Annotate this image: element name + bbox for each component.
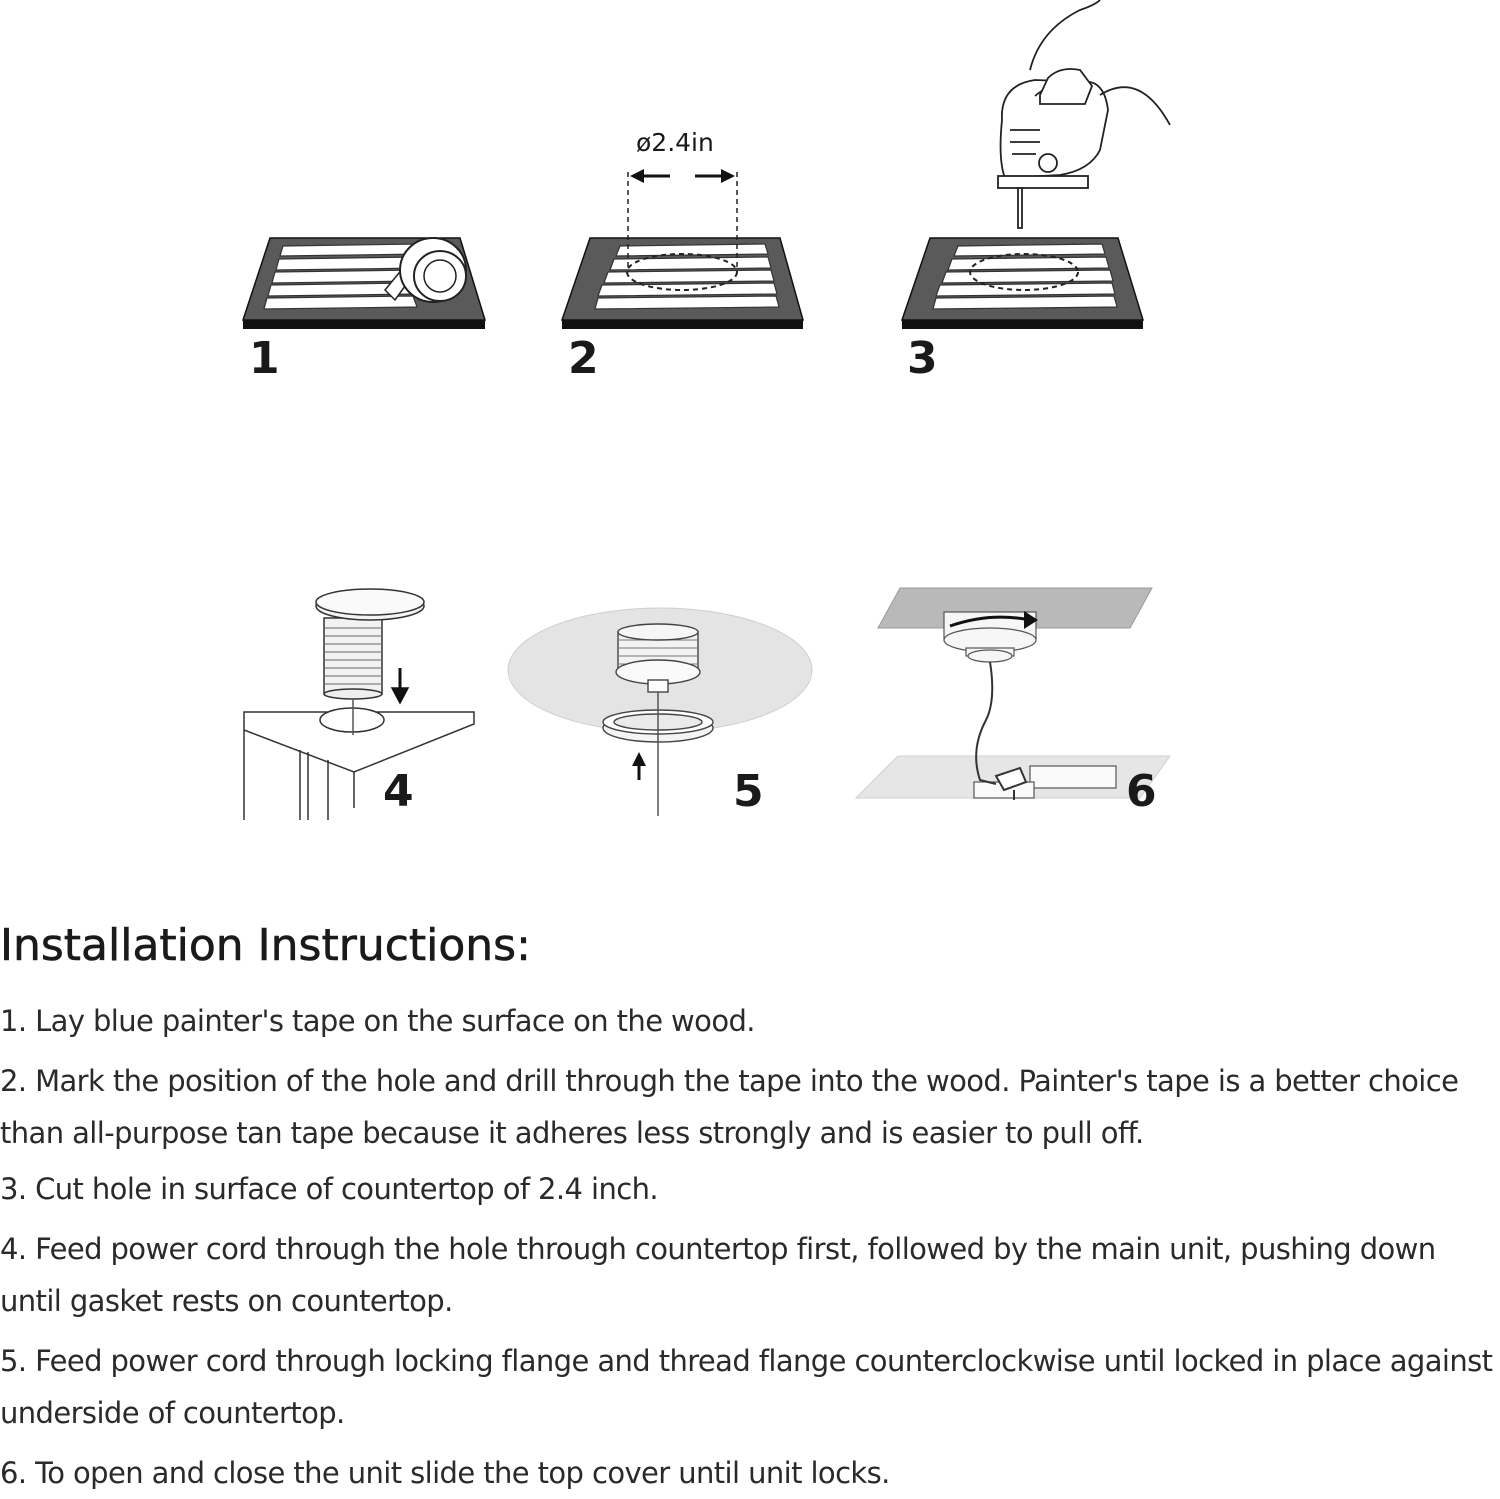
power-cord-icon bbox=[975, 661, 1028, 800]
step-number-4: 4 bbox=[383, 766, 414, 817]
instruction-step-3: 3. Cut hole in surface of countertop of … bbox=[0, 1172, 659, 1206]
instructions-heading: Installation Instructions: bbox=[0, 920, 531, 972]
installation-diagram: ø2.4in 1 2 3 4 5 6 bbox=[241, 0, 1171, 820]
step-number-6: 6 bbox=[1126, 766, 1157, 817]
step-6-panel bbox=[854, 587, 1171, 800]
step-3-panel bbox=[900, 0, 1171, 329]
step-number-2: 2 bbox=[568, 333, 599, 384]
instruction-step-6: 6. To open and close the unit slide the … bbox=[0, 1456, 890, 1490]
step-4-panel bbox=[243, 588, 475, 820]
instruction-step-5: 5. Feed power cord through locking flang… bbox=[0, 1344, 1493, 1430]
jigsaw-icon bbox=[997, 0, 1171, 229]
tape-roll-icon bbox=[383, 237, 467, 303]
instruction-step-1: 1. Lay blue painter's tape on the surfac… bbox=[0, 1004, 756, 1038]
step-1-panel bbox=[241, 237, 487, 329]
step-number-3: 3 bbox=[907, 333, 938, 384]
installation-instructions: Installation Instructions: 1. Lay blue p… bbox=[0, 915, 1500, 1490]
step-2-panel bbox=[560, 169, 804, 329]
step-5-panel bbox=[507, 607, 813, 816]
socket-unit-icon bbox=[315, 588, 425, 735]
step-number-5: 5 bbox=[733, 766, 764, 817]
locking-flange-icon bbox=[602, 623, 714, 743]
diagram-svg bbox=[241, 0, 1171, 820]
step-number-1: 1 bbox=[249, 333, 280, 384]
instruction-step-2: 2. Mark the position of the hole and dri… bbox=[0, 1064, 1459, 1150]
instruction-step-4: 4. Feed power cord through the hole thro… bbox=[0, 1232, 1436, 1318]
hole-diameter-label: ø2.4in bbox=[636, 128, 714, 157]
